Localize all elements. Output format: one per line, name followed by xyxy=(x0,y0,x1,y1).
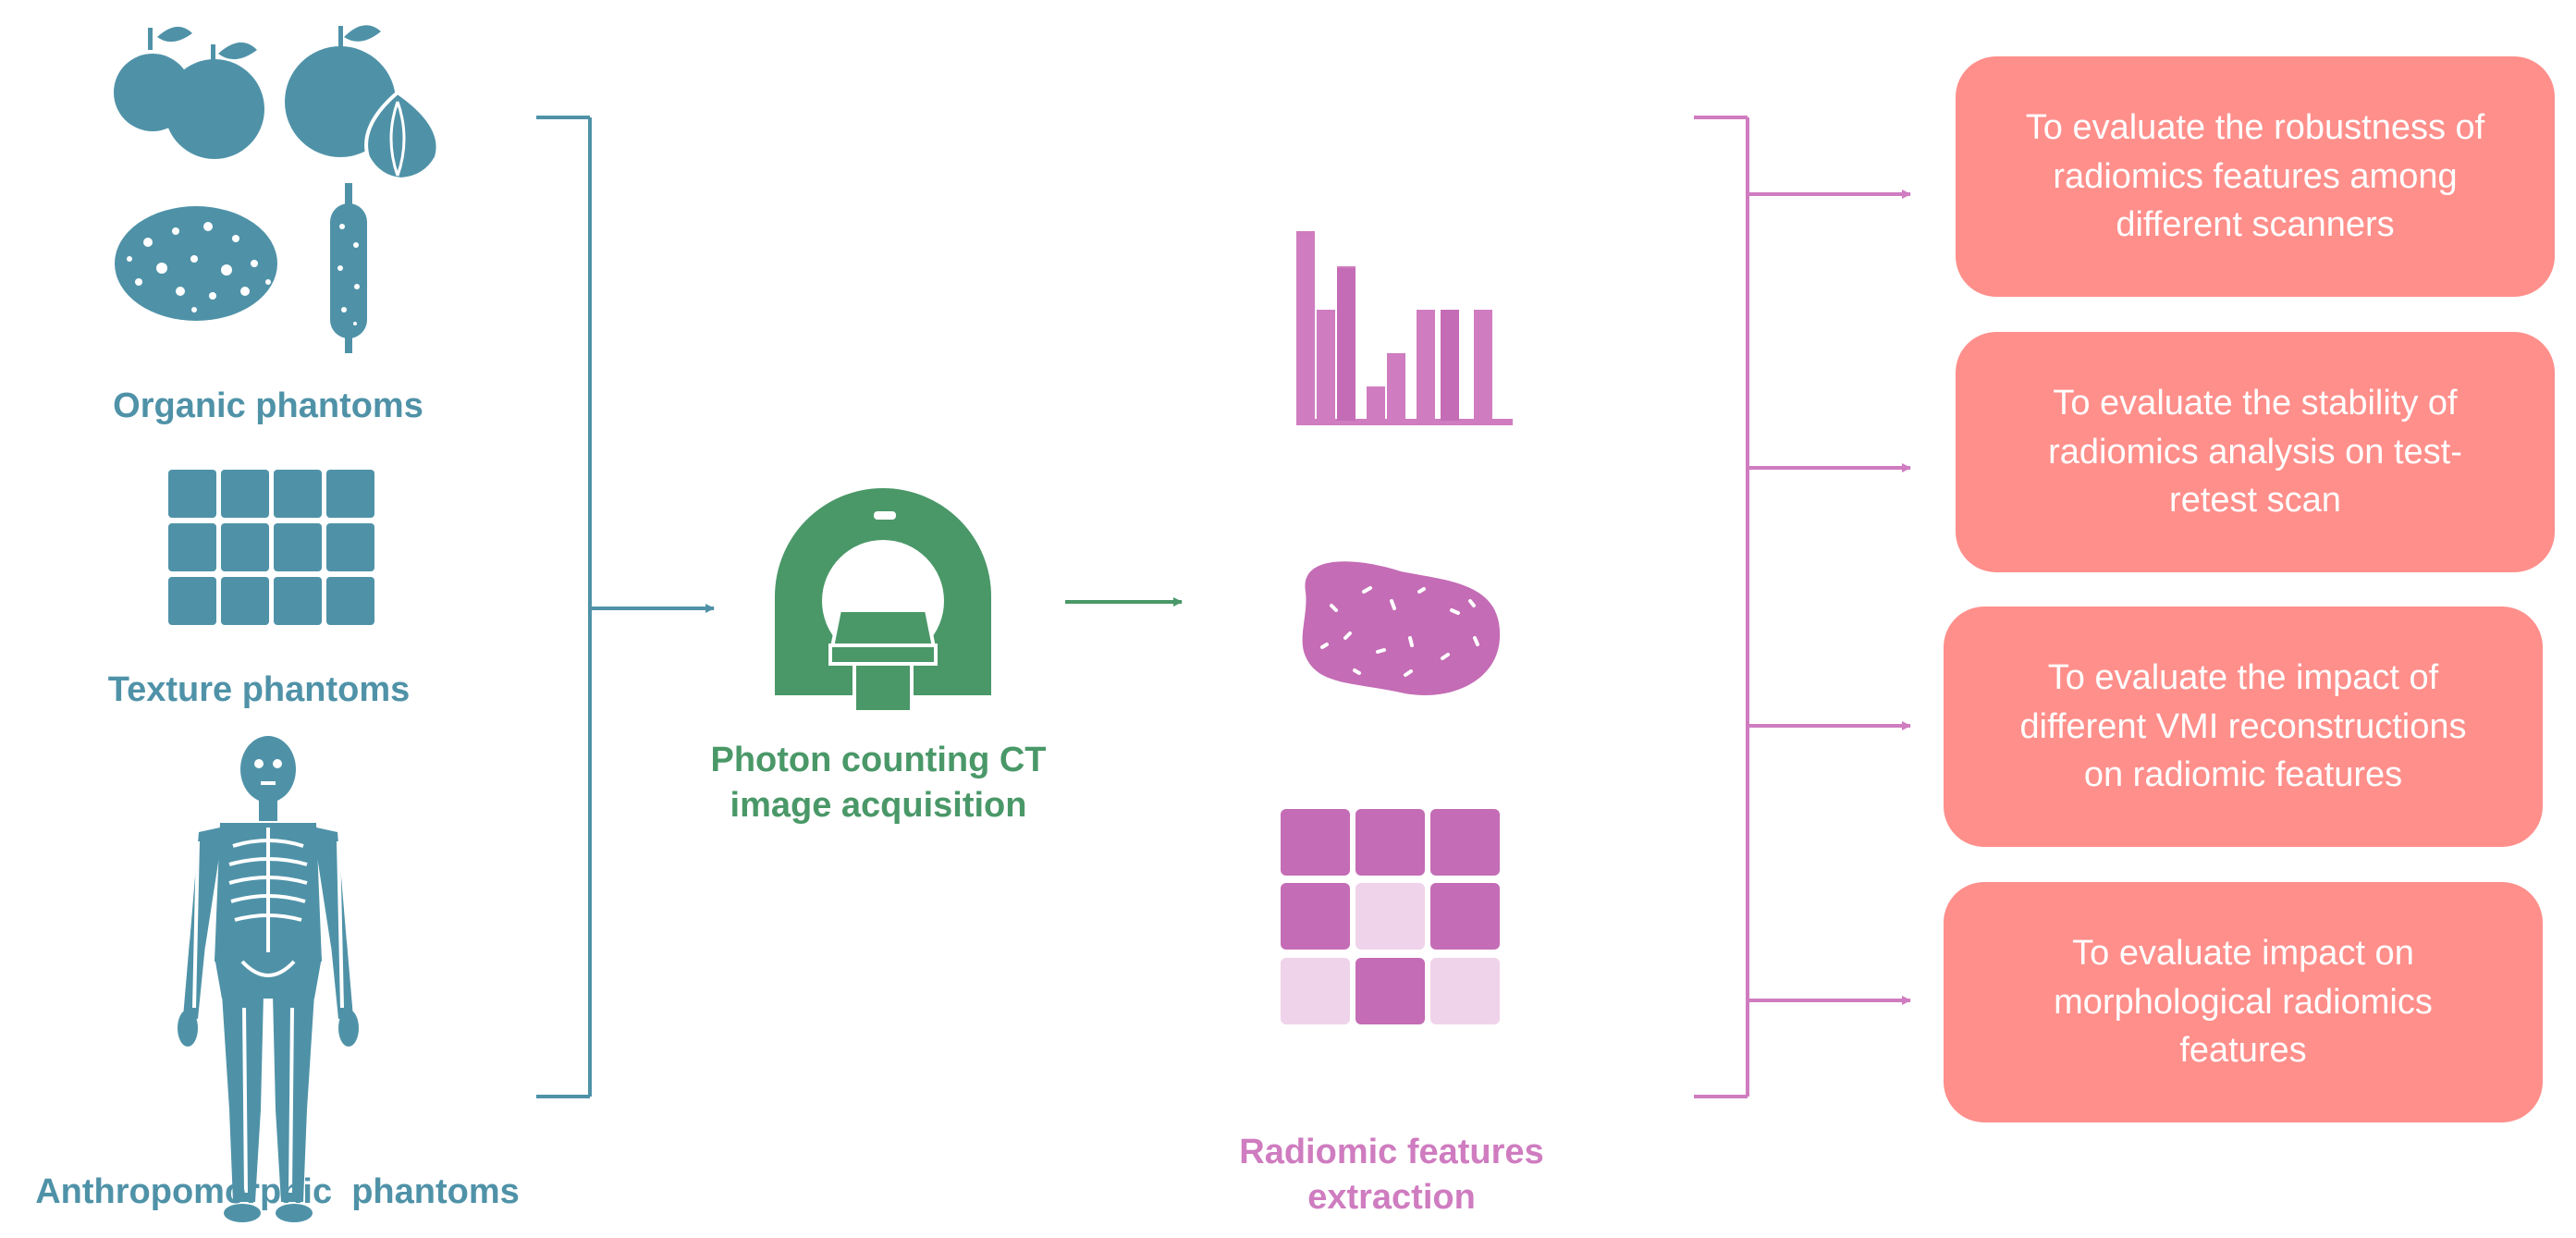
acquisition-label-line1: Photon counting CT xyxy=(710,741,1047,779)
skeleton-icon xyxy=(178,736,359,1222)
histogram-icon xyxy=(1296,231,1513,425)
apple-onion-icon xyxy=(285,25,440,182)
texture-grid-icon xyxy=(168,470,374,625)
extraction-label: Radiomic features extraction xyxy=(1174,1130,1609,1221)
texture-phantoms-label: Texture phantoms xyxy=(107,670,411,709)
objective-box-morphological: To evaluate impact on morphological radi… xyxy=(1944,882,2543,1122)
anthropomorphic-phantoms-label: Anthropomorphic phantoms xyxy=(35,1172,520,1211)
acquisition-label: Photon counting CT image acquisition xyxy=(666,738,1091,829)
organic-phantoms-label: Organic phantoms xyxy=(113,386,423,425)
objective-line: radiomics features among xyxy=(2053,156,2458,196)
acquisition-label-line2: image acquisition xyxy=(730,786,1027,826)
objective-line: morphological radiomics xyxy=(2054,982,2433,1022)
objective-line: radiomics analysis on test- xyxy=(2048,432,2462,472)
objective-line: on radiomic features xyxy=(2083,755,2403,795)
objective-box-stability: To evaluate the stability of radiomics a… xyxy=(1956,332,2555,572)
cheese-icon xyxy=(115,206,277,321)
objective-line: To evaluate the robustness of xyxy=(2025,108,2485,148)
texture-matrix-icon xyxy=(1281,809,1500,1024)
sausage-icon xyxy=(330,183,367,353)
inputs-bracket xyxy=(536,116,715,1098)
objective-box-robustness: To evaluate the robustness of radiomics … xyxy=(1956,56,2555,297)
shape-icon xyxy=(1302,561,1501,695)
objective-line: features xyxy=(2179,1031,2307,1071)
objective-line: To evaluate impact on xyxy=(2072,934,2414,974)
objective-line: To evaluate the impact of xyxy=(2047,658,2439,698)
extraction-label-line2: extraction xyxy=(1307,1178,1476,1218)
apples-icon xyxy=(114,26,264,159)
objective-box-vmi: To evaluate the impact of different VMI … xyxy=(1944,607,2543,847)
objective-line: different VMI reconstructions xyxy=(2019,706,2467,746)
extraction-label-line1: Radiomic features xyxy=(1239,1133,1544,1171)
ct-scanner-icon xyxy=(775,488,991,714)
objective-line: different scanners xyxy=(2116,205,2395,245)
objective-line: To evaluate the stability of xyxy=(2053,384,2458,423)
objective-line: retest scan xyxy=(2169,481,2341,521)
objectives-bracket xyxy=(1694,116,1911,1098)
